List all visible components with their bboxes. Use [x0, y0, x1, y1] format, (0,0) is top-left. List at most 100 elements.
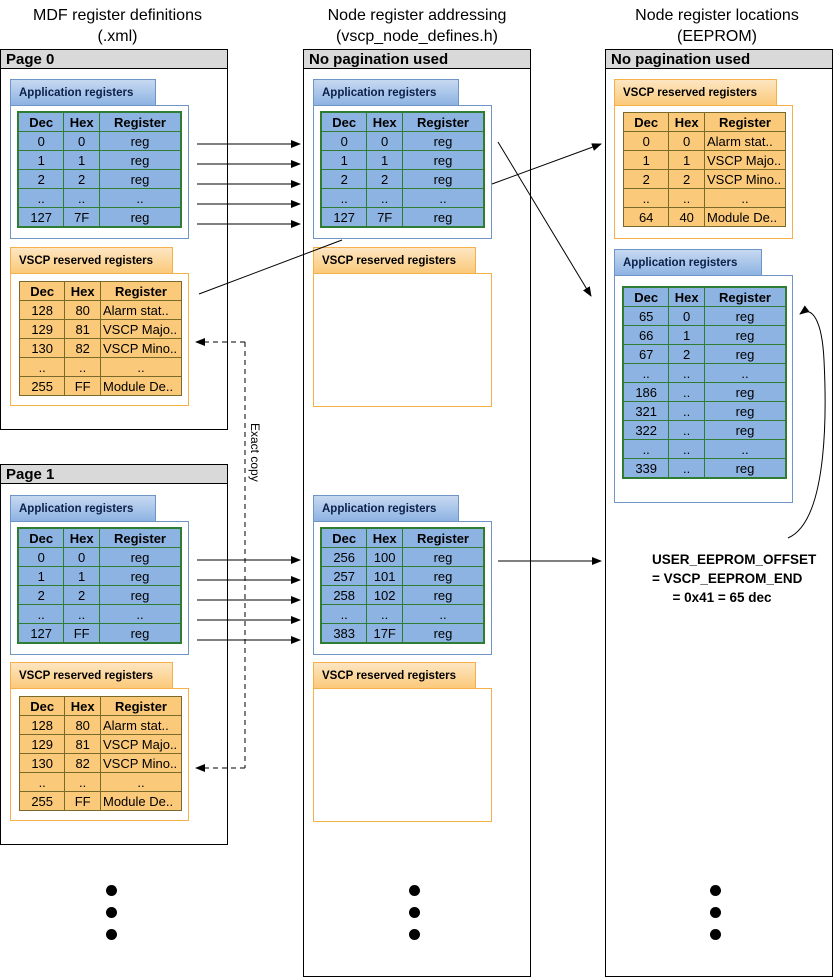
table-cell: .. — [99, 772, 183, 792]
table-cell: 65 — [622, 306, 670, 326]
table-cell: reg — [98, 547, 182, 567]
table-cell: reg — [703, 458, 787, 478]
table-cell: reg — [703, 401, 787, 421]
column-header: Dec — [622, 112, 670, 132]
table-cell: Alarm stat.. — [99, 715, 183, 735]
table-cell: 0 — [668, 306, 705, 326]
table-cell: 7F — [366, 207, 403, 227]
table-row: ...... — [18, 357, 183, 377]
table-cell: 127 — [17, 207, 65, 227]
table-cell: FF — [63, 623, 100, 643]
table-cell: .. — [17, 604, 65, 624]
table-cell: VSCP Mino.. — [99, 753, 183, 773]
table-cell: reg — [401, 169, 485, 189]
table-cell: .. — [366, 604, 403, 624]
column-header: Register — [703, 112, 787, 132]
column-header: Hex — [668, 112, 705, 132]
table-cell: .. — [401, 604, 485, 624]
mdf-p1-vscp-tab: VSCP reserved registers — [10, 662, 173, 688]
table-cell: FF — [64, 791, 101, 811]
column-header: Hex — [668, 287, 705, 307]
column-header: Hex — [63, 528, 100, 548]
table-cell: 102 — [366, 585, 403, 605]
column-header: Dec — [17, 112, 65, 132]
table-cell: 80 — [64, 715, 101, 735]
table-cell: 257 — [320, 566, 368, 586]
table-cell: 0 — [17, 131, 65, 151]
mdf-heading: MDF register definitions (.xml) — [0, 5, 235, 47]
table-cell: VSCP Majo.. — [99, 734, 183, 754]
vscp-to-eeprom-line — [198, 239, 343, 295]
node-p1-vscp-panel — [313, 688, 492, 822]
table-cell: Module De.. — [703, 207, 787, 227]
table-row: 322..reg — [622, 420, 787, 440]
table-cell: .. — [622, 188, 670, 208]
table-cell: VSCP Majo.. — [703, 150, 787, 170]
table-cell: 64 — [622, 207, 670, 227]
mdf-continuation-dot — [106, 907, 117, 918]
table-cell: reg — [98, 150, 182, 170]
table-cell: Module De.. — [99, 791, 183, 811]
table-cell: 2 — [63, 169, 100, 189]
table-cell: VSCP Mino.. — [99, 338, 183, 358]
mdf-heading-line1: MDF register definitions — [33, 7, 202, 24]
table-cell: 1 — [17, 150, 65, 170]
table-row: 321..reg — [622, 401, 787, 421]
table-cell: 256 — [320, 547, 368, 567]
node-continuation-dot — [409, 885, 420, 896]
table-cell: Alarm stat.. — [703, 131, 787, 151]
eeprom-continuation-dot — [710, 885, 721, 896]
table-cell: 80 — [64, 300, 101, 320]
column-header: Dec — [18, 281, 66, 301]
table-cell: 127 — [320, 207, 368, 227]
table-cell: 101 — [366, 566, 403, 586]
table-cell: .. — [401, 188, 485, 208]
page0-title: Page 0 — [1, 50, 227, 69]
table-cell: reg — [401, 566, 485, 586]
column-header: Dec — [320, 112, 368, 132]
eeprom-heading: Node register locations (EEPROM) — [603, 5, 831, 47]
column-header: Register — [703, 287, 787, 307]
table-cell: .. — [63, 188, 100, 208]
table-cell: .. — [668, 188, 705, 208]
table-cell: .. — [98, 604, 182, 624]
table-cell: .. — [99, 357, 183, 377]
table-cell: 383 — [320, 623, 368, 643]
table-cell: 40 — [668, 207, 705, 227]
column-header: Register — [98, 112, 182, 132]
column-header: Hex — [64, 281, 101, 301]
column-header: Register — [401, 112, 485, 132]
table-cell: .. — [703, 188, 787, 208]
mdf-continuation-dot — [106, 929, 117, 940]
table-cell: reg — [98, 623, 182, 643]
mdf-p0-app-tab: Application registers — [10, 79, 156, 105]
eeprom-column-title: No pagination used — [606, 50, 832, 69]
table-cell: .. — [63, 604, 100, 624]
table-row: ...... — [320, 188, 485, 208]
